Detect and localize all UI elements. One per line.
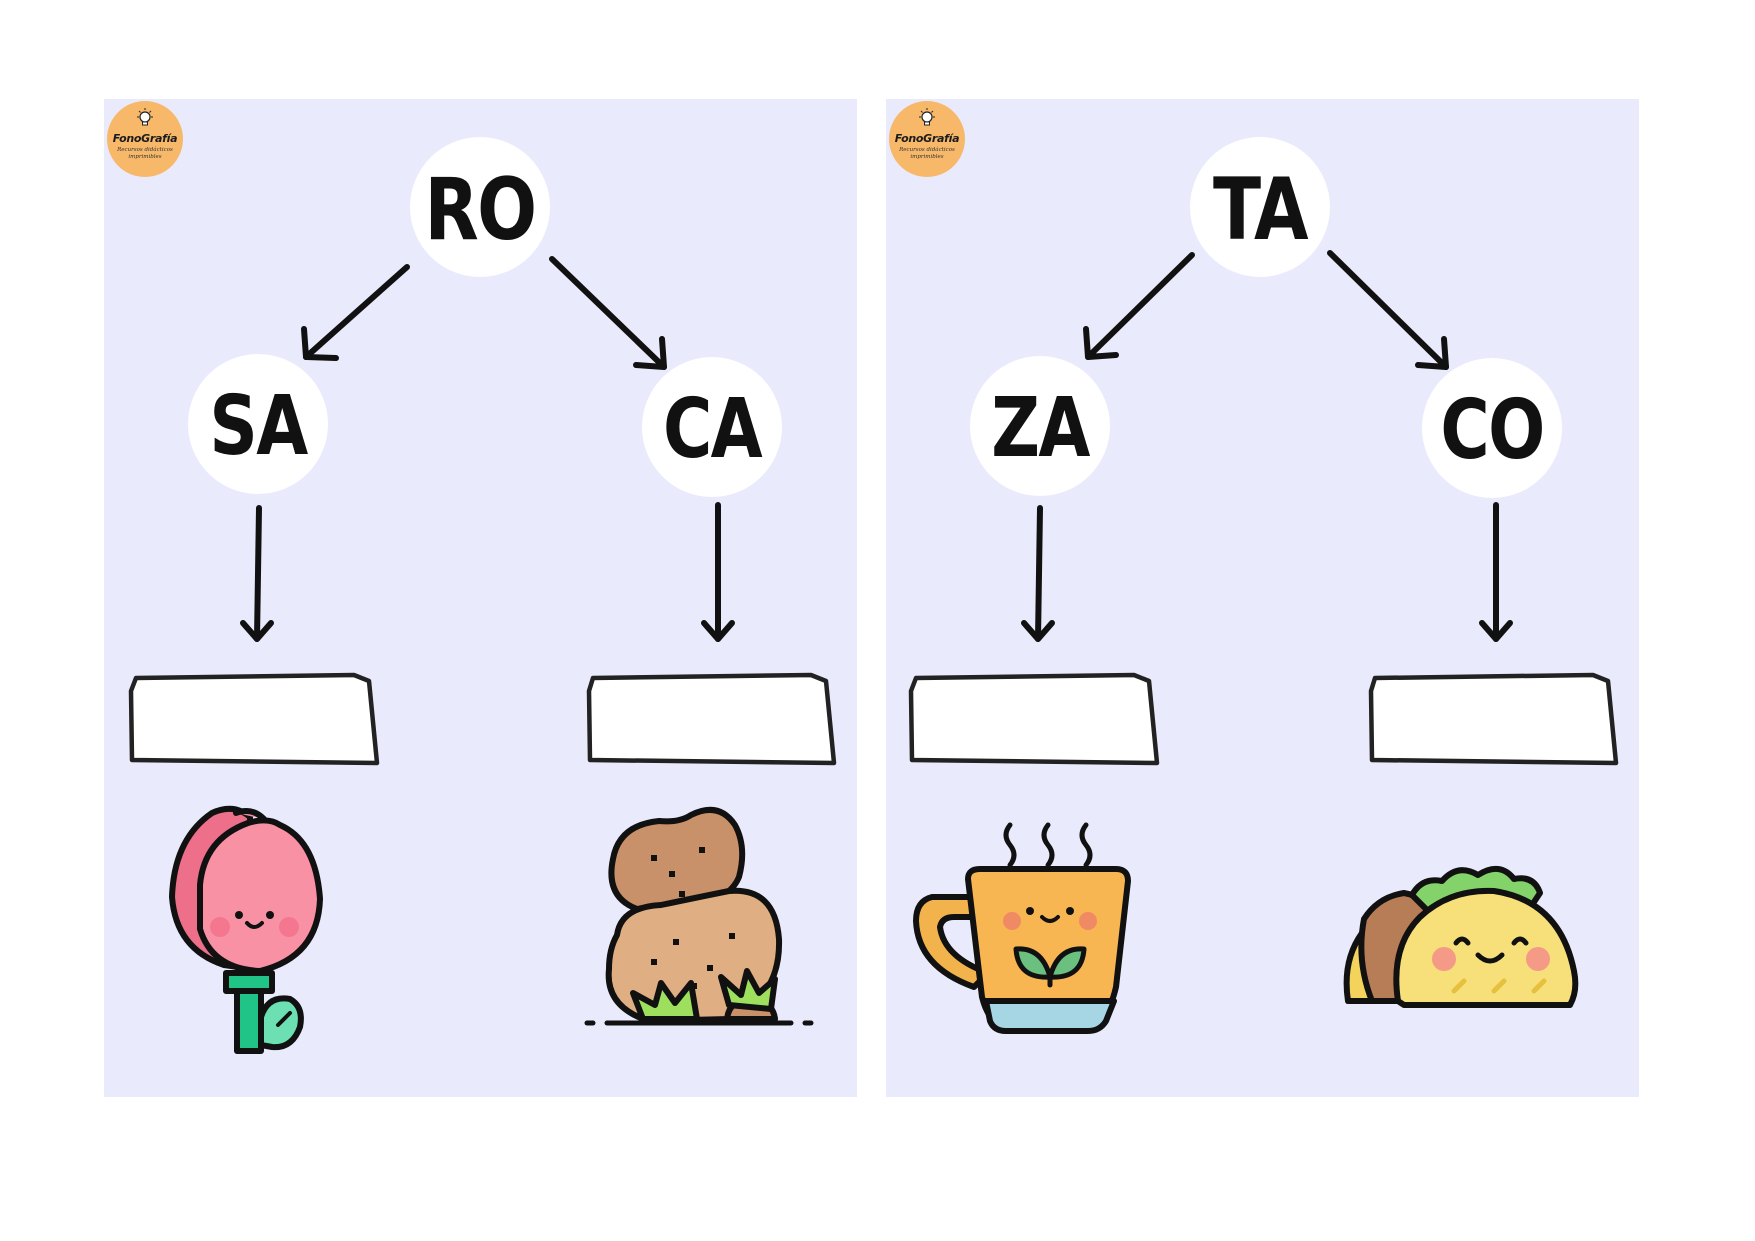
syllable-bubble-right: CO bbox=[1422, 358, 1562, 498]
fonografia-logo: FonoGrafía Recursos didácticos imprimibl… bbox=[107, 101, 183, 177]
syllable-left: SA bbox=[209, 379, 308, 474]
syllable-right: CO bbox=[1440, 383, 1545, 478]
logo-tagline: Recursos didácticos imprimibles bbox=[113, 147, 177, 161]
answer-box-ca bbox=[586, 672, 837, 766]
syllable-left: ZA bbox=[991, 381, 1090, 476]
syllable-top: TA bbox=[1213, 160, 1309, 260]
lightbulb-icon bbox=[137, 108, 153, 126]
logo-brand: FonoGrafía bbox=[894, 132, 960, 145]
logo-tagline-line1: Recursos didácticos bbox=[117, 147, 173, 153]
syllable-bubble-top: RO bbox=[410, 137, 550, 277]
arrows-left bbox=[128, 256, 837, 766]
cup-icon bbox=[913, 822, 1131, 1034]
syllable-bubble-left: ZA bbox=[970, 356, 1110, 496]
logo-brand: FonoGrafía bbox=[112, 132, 178, 145]
syllable-bubble-top: TA bbox=[1190, 137, 1330, 277]
rock-icon bbox=[584, 806, 814, 1026]
syllable-right: CA bbox=[662, 382, 763, 477]
worksheet-card-right: FonoGrafía Recursos didácticos imprimibl… bbox=[886, 99, 1639, 1097]
answer-box-sa bbox=[128, 672, 380, 766]
lightbulb-icon bbox=[919, 108, 935, 126]
fonografia-logo: FonoGrafía Recursos didácticos imprimibl… bbox=[889, 101, 965, 177]
worksheet-card-left: FonoGrafía Recursos didácticos imprimibl… bbox=[104, 99, 857, 1097]
answer-box-co bbox=[1368, 672, 1619, 766]
syllable-bubble-right: CA bbox=[642, 357, 782, 497]
rose-icon bbox=[169, 805, 323, 1054]
syllable-bubble-left: SA bbox=[188, 354, 328, 494]
logo-tagline-line2: imprimibles bbox=[128, 154, 162, 160]
logo-tagline: Recursos didácticos imprimibles bbox=[895, 147, 959, 161]
arrows-right bbox=[908, 250, 1619, 766]
taco-icon bbox=[1343, 866, 1579, 1008]
syllable-top: RO bbox=[424, 160, 538, 260]
logo-tagline-line2: imprimibles bbox=[910, 154, 944, 160]
answer-box-za bbox=[908, 672, 1160, 766]
logo-tagline-line1: Recursos didácticos bbox=[899, 147, 955, 153]
